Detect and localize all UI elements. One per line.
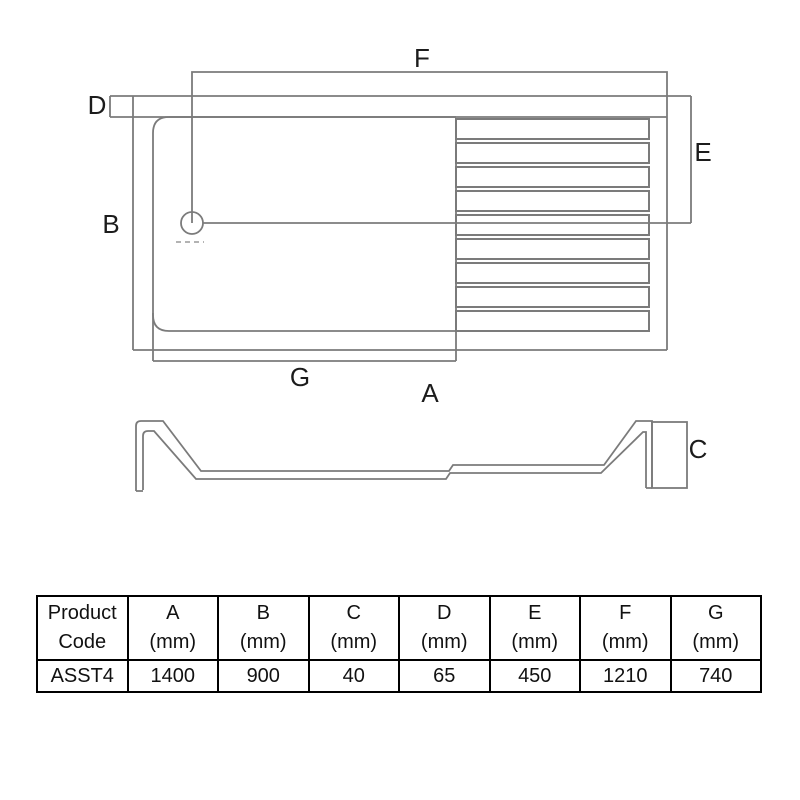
section-inner-contour	[142, 430, 647, 490]
cell-value-g: 740	[669, 659, 762, 693]
header-col-e: E (mm)	[488, 595, 581, 661]
drainage-slats	[455, 118, 650, 332]
plan-view: F D E B G A	[88, 43, 712, 408]
header-col-b: B (mm)	[217, 595, 310, 661]
dimension-label-f: F	[414, 43, 430, 73]
slat	[455, 286, 650, 308]
dimension-f-line	[191, 71, 668, 350]
slat	[455, 190, 650, 212]
dimension-label-d: D	[88, 90, 107, 120]
dimension-label-a: A	[421, 378, 439, 408]
section-end-caps	[136, 487, 652, 492]
cell-value-d: 65	[398, 659, 491, 693]
header-col-c: C (mm)	[307, 595, 400, 661]
dimension-label-c: C	[689, 434, 708, 464]
slat	[455, 262, 650, 284]
drain-circle	[180, 211, 204, 235]
dimension-c-box	[651, 421, 688, 489]
section-view: C	[135, 420, 708, 492]
slat	[455, 238, 650, 260]
slat	[455, 214, 650, 236]
rim-band	[109, 95, 691, 118]
section-outer-contour	[135, 420, 653, 491]
slat	[455, 166, 650, 188]
cell-value-b: 900	[217, 659, 310, 693]
dimension-label-e: E	[694, 137, 711, 167]
slat	[455, 310, 650, 332]
dimension-label-g: G	[290, 362, 310, 392]
shower-tray-technical-drawing: F D E B G A C	[88, 43, 712, 492]
tray-outline	[132, 96, 667, 351]
header-col-a: A (mm)	[126, 595, 219, 661]
cell-value-a: 1400	[126, 659, 219, 693]
header-product-line2: Code	[58, 631, 107, 653]
cell-value-c: 40	[307, 659, 400, 693]
table-header-row: Product Code A (mm) B (mm) C (mm) D (mm)…	[36, 595, 762, 661]
dimension-g-line	[152, 119, 457, 362]
header-col-f: F (mm)	[579, 595, 672, 661]
slat	[455, 142, 650, 164]
header-product-line1: Product	[47, 602, 117, 624]
header-product-code: Product Code	[36, 595, 129, 661]
basin-outline	[152, 116, 456, 332]
slat	[455, 118, 650, 140]
cell-product-code: ASST4	[36, 659, 129, 693]
dimensions-table: Product Code A (mm) B (mm) C (mm) D (mm)…	[36, 595, 762, 693]
cell-value-e: 450	[488, 659, 581, 693]
header-col-g: G (mm)	[669, 595, 762, 661]
dimension-label-b: B	[102, 209, 119, 239]
header-col-d: D (mm)	[398, 595, 491, 661]
table-data-row: ASST4 1400 900 40 65 450 1210 740	[36, 659, 762, 693]
cell-value-f: 1210	[579, 659, 672, 693]
